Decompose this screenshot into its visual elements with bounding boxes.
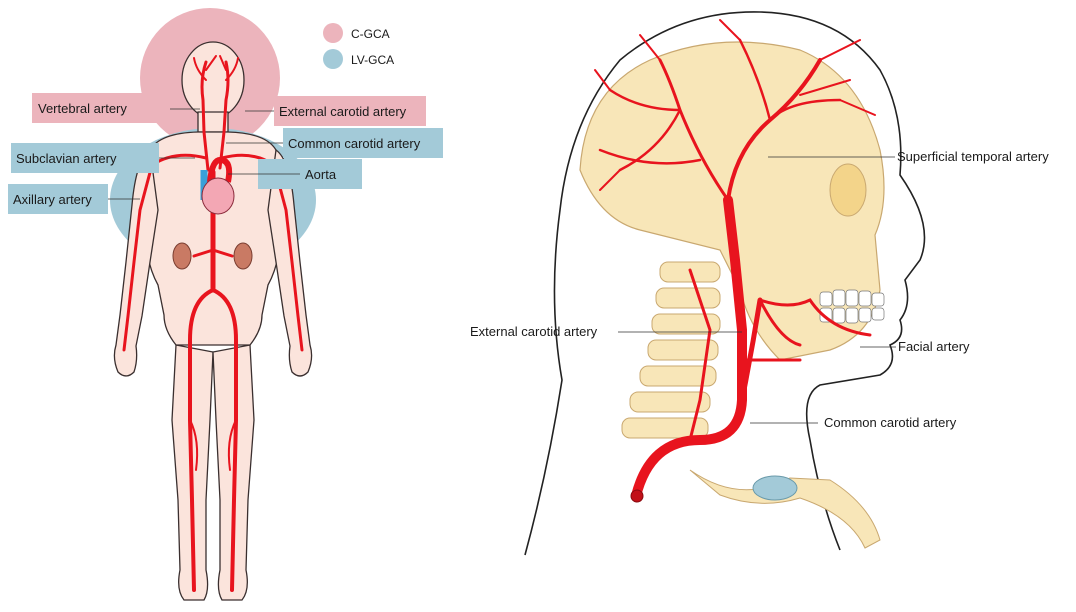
cervical-spine [622,262,720,438]
superficial-temporal-artery-label: Superficial temporal artery [897,149,1049,164]
body-figure: Vertebral artery External carotid artery… [8,8,443,600]
external-carotid-artery-label-right: External carotid artery [470,324,598,339]
common-carotid-artery-label-right: Common carotid artery [824,415,957,430]
external-carotid-artery-label-left: External carotid artery [279,104,407,119]
legend-lv-gca-swatch [323,49,343,69]
common-carotid-artery-label-left: Common carotid artery [288,136,421,151]
left-kidney [173,243,191,269]
subclavian-artery-label: Subclavian artery [16,151,117,166]
eye-socket [830,164,866,216]
legend-c-gca-swatch [323,23,343,43]
vertebral-artery-label: Vertebral artery [38,101,127,116]
legend-lv-gca-label: LV-GCA [351,53,394,67]
aorta-label: Aorta [305,167,337,182]
right-kidney [234,243,252,269]
clavicle-joint [753,476,797,500]
facial-artery-label: Facial artery [898,339,970,354]
legend-c-gca-label: C-GCA [351,27,390,41]
axillary-artery-label: Axillary artery [13,192,92,207]
vessel-cut-end [631,490,643,502]
head-figure: Superficial temporal artery External car… [470,12,1049,555]
heart [202,178,234,214]
